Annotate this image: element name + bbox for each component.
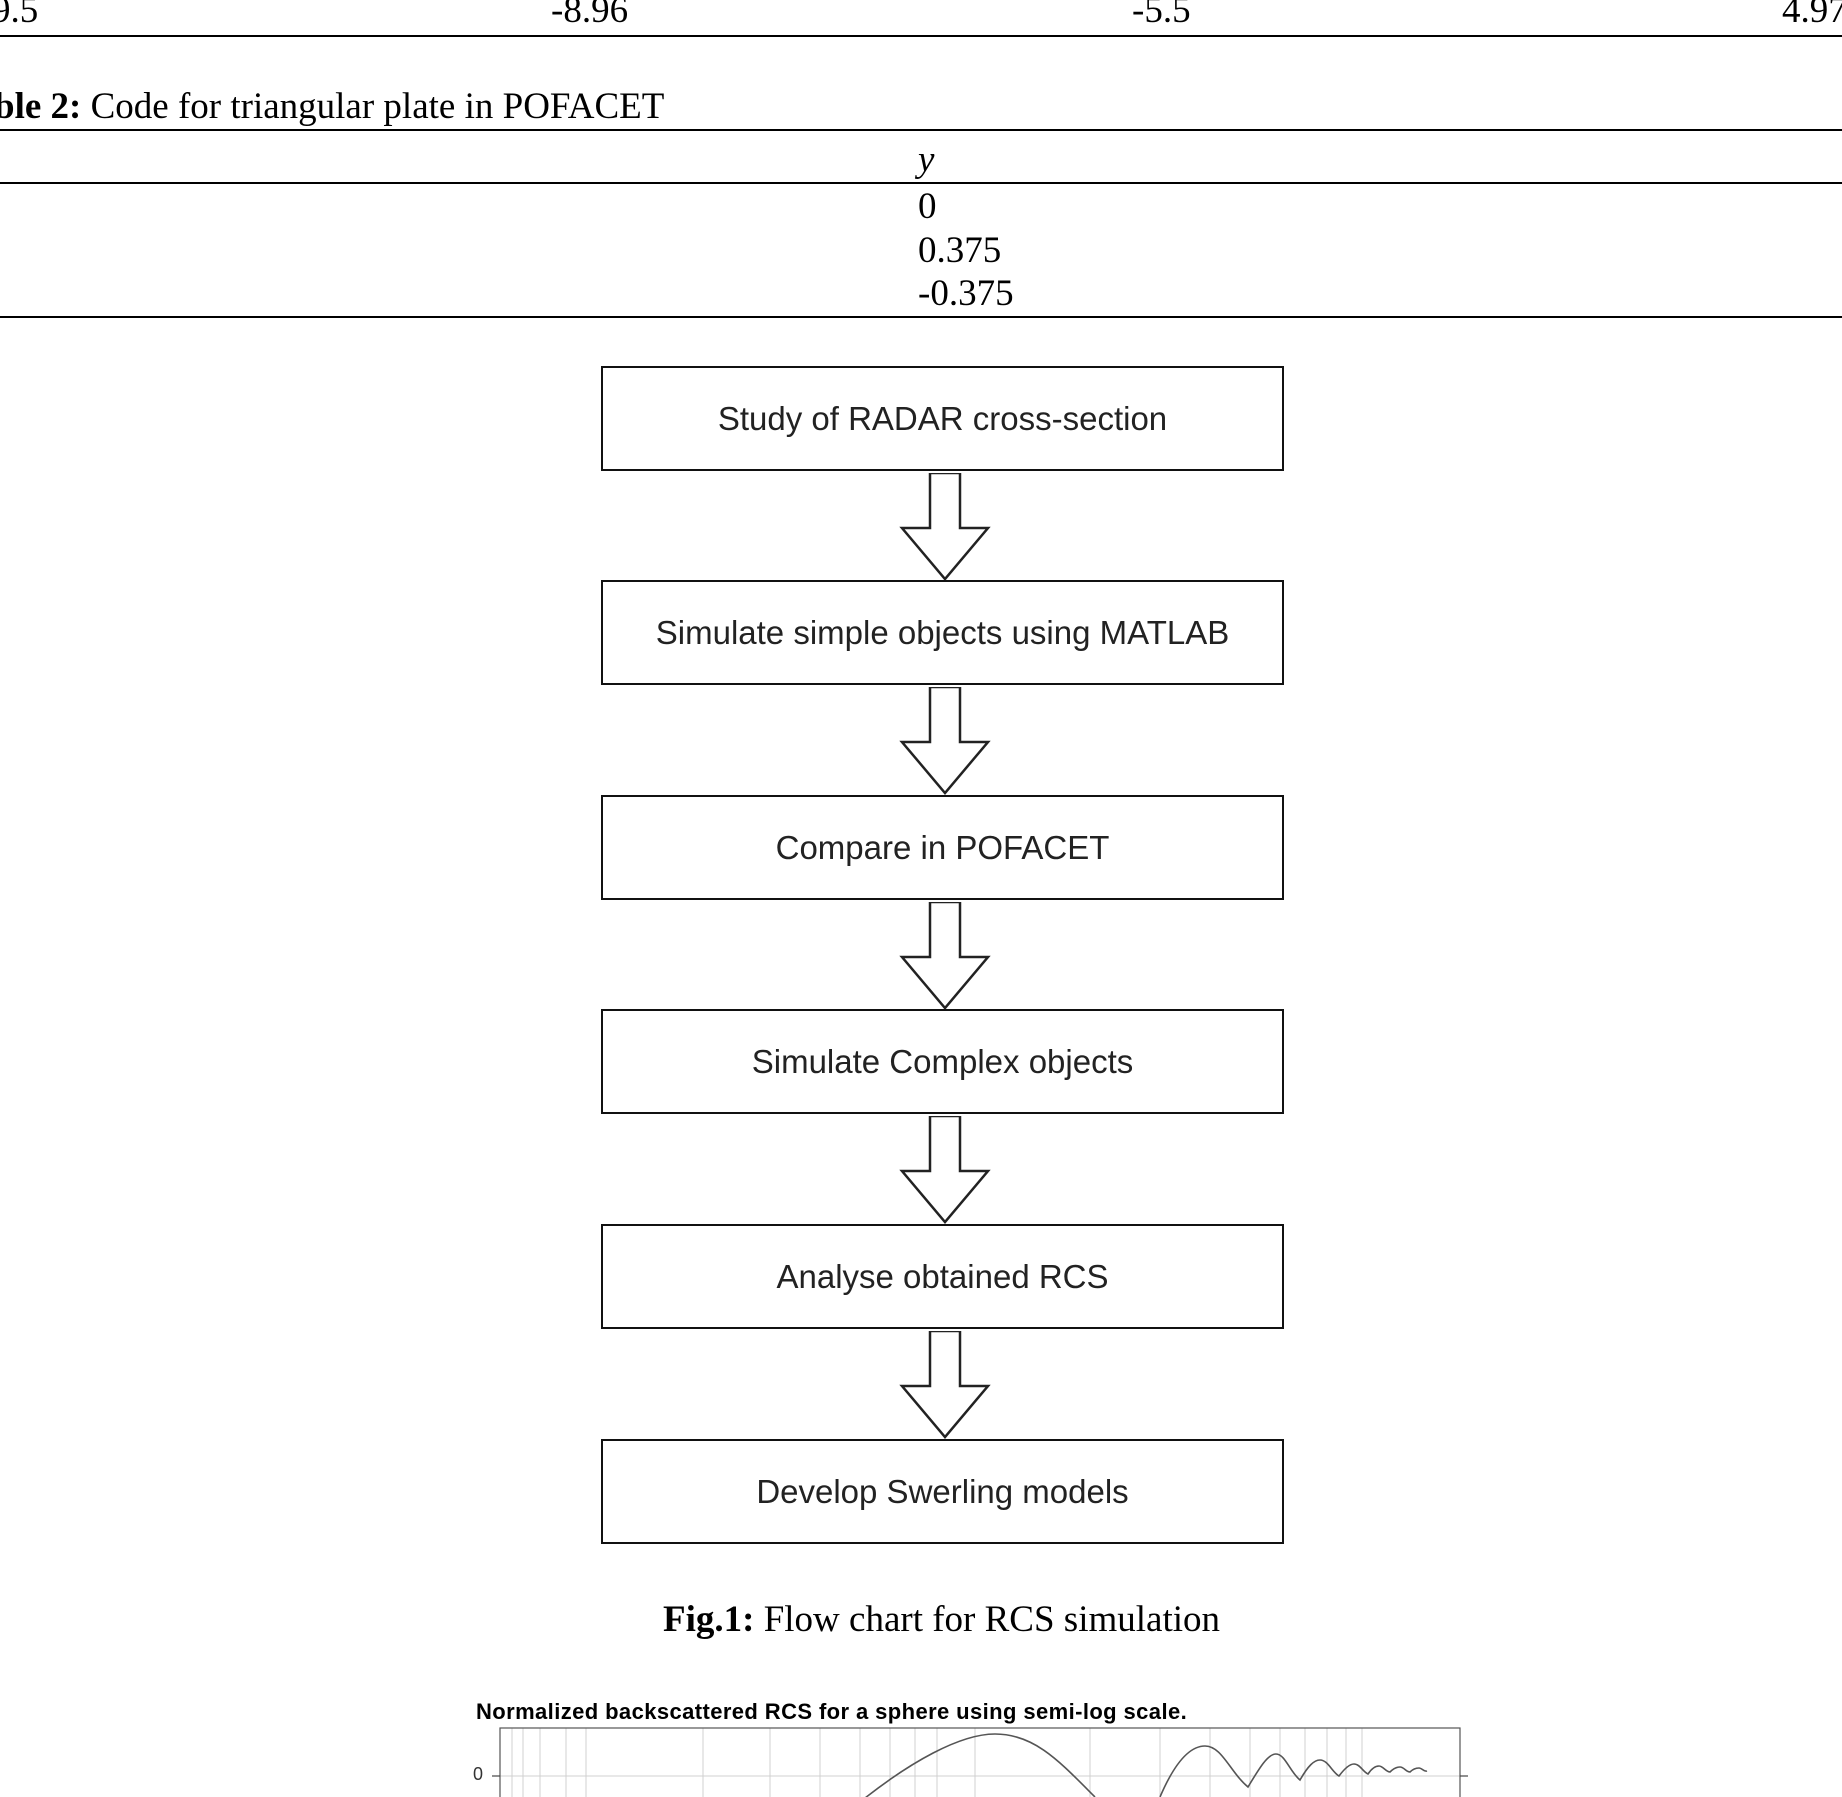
table2-y-value: 0 xyxy=(918,186,937,227)
table2-caption-text: Code for triangular plate in POFACET xyxy=(81,86,665,127)
chart-grid xyxy=(499,1728,1460,1797)
table2-top-rule xyxy=(0,129,1842,131)
table1-cell-2: -8.96 xyxy=(551,0,629,31)
figure1-caption-text: Flow chart for RCS simulation xyxy=(754,1599,1221,1640)
flow-step-swerling-models: Develop Swerling models xyxy=(601,1439,1284,1544)
table1-cell-3: -5.5 xyxy=(1132,0,1191,31)
down-arrow-icon xyxy=(899,902,991,1010)
rcs-curve xyxy=(865,1733,1428,1797)
table1-cell-4: 4.97 xyxy=(1782,0,1842,31)
flow-step-simulate-complex: Simulate Complex objects xyxy=(601,1009,1284,1114)
figure1-caption: Fig.1: Flow chart for RCS simulation xyxy=(663,1601,1220,1638)
figure1-label: Fig.1: xyxy=(663,1599,755,1640)
flow-step-compare-pofacet: Compare in POFACET xyxy=(601,795,1284,900)
table2-bottom-rule xyxy=(0,316,1842,318)
chart-title: Normalized backscattered RCS for a spher… xyxy=(476,1699,1188,1724)
down-arrow-icon xyxy=(899,473,991,581)
down-arrow-icon xyxy=(899,1331,991,1439)
chart-plot-frame xyxy=(499,1727,1461,1797)
table1-cell-1: 9.5 xyxy=(0,0,39,31)
table2-caption-label: ble 2: xyxy=(0,86,82,127)
table2-y-value: -0.375 xyxy=(918,273,1014,314)
flow-step-simulate-simple: Simulate simple objects using MATLAB xyxy=(601,580,1284,685)
rcs-chart xyxy=(492,1727,1468,1797)
down-arrow-icon xyxy=(899,687,991,795)
table2-caption: ble 2: Code for triangular plate in POFA… xyxy=(0,88,664,125)
table2-header-rule xyxy=(0,182,1842,184)
flow-step-study-rcs: Study of RADAR cross-section xyxy=(601,366,1284,471)
table2-y-value: 0.375 xyxy=(918,230,1002,271)
flow-step-analyse-rcs: Analyse obtained RCS xyxy=(601,1224,1284,1329)
y-tick-label: 0 xyxy=(473,1764,484,1784)
down-arrow-icon xyxy=(899,1116,991,1224)
table1-bottom-rule xyxy=(0,35,1842,37)
table2-header-y: y xyxy=(918,139,935,180)
